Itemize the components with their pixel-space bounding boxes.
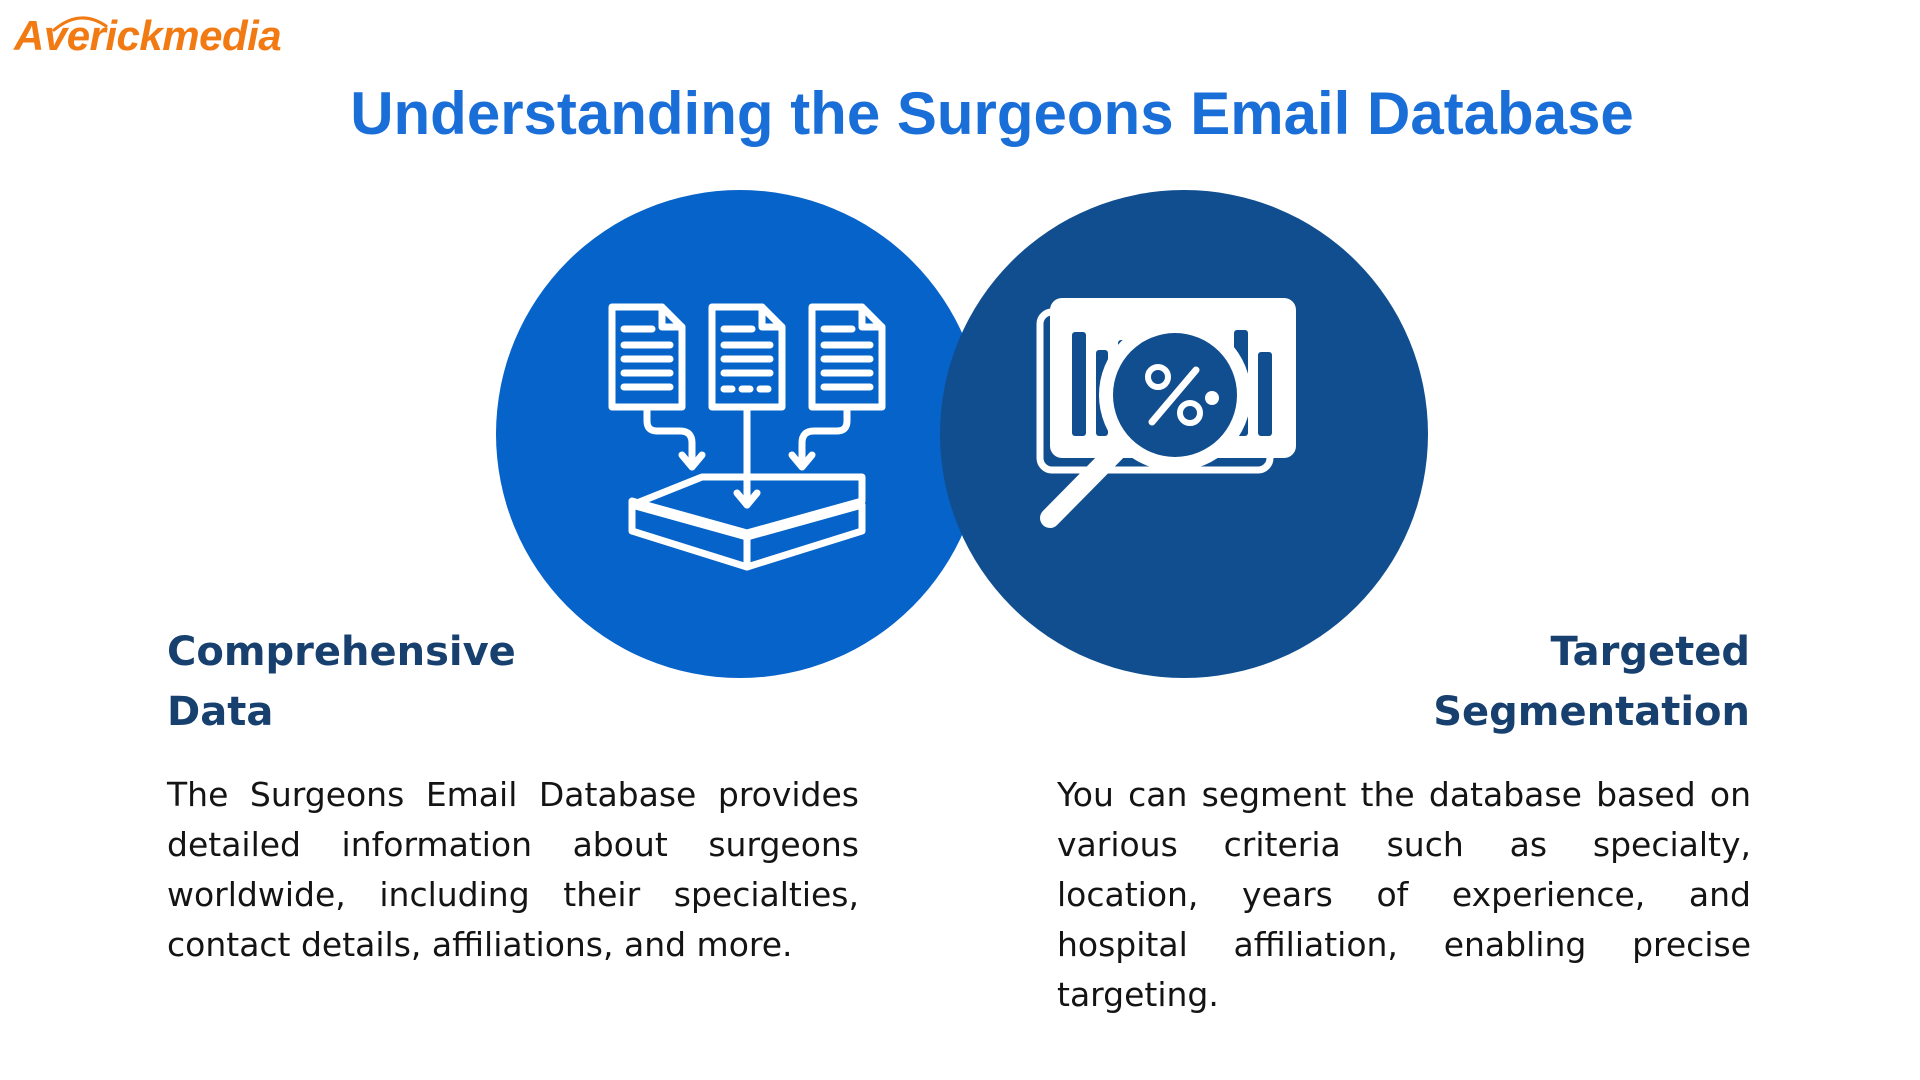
logo-text: Averickmedia: [14, 12, 282, 59]
analytics-magnifier-percent-icon: [1036, 298, 1296, 528]
logo-arc-icon: [52, 16, 108, 32]
heading-line: Targeted: [1550, 629, 1751, 675]
feature-description-comprehensive-data: The Surgeons Email Database provides det…: [167, 775, 859, 964]
heading-line: Segmentation: [1433, 689, 1750, 735]
heading-line: Comprehensive: [167, 629, 516, 675]
heading-line: Data: [167, 689, 274, 735]
page-title: Understanding the Surgeons Email Databas…: [350, 80, 1634, 147]
feature-circle-comprehensive: [496, 190, 984, 678]
feature-heading-targeted-segmentation: Targeted Segmentation: [1340, 622, 1750, 742]
averickmedia-logo: Averickmedia: [14, 8, 282, 64]
feature-heading-comprehensive-data: Comprehensive Data: [167, 622, 567, 742]
documents-into-database-icon: [608, 303, 886, 571]
feature-description-targeted-segmentation: You can segment the database based on va…: [1057, 775, 1751, 1014]
